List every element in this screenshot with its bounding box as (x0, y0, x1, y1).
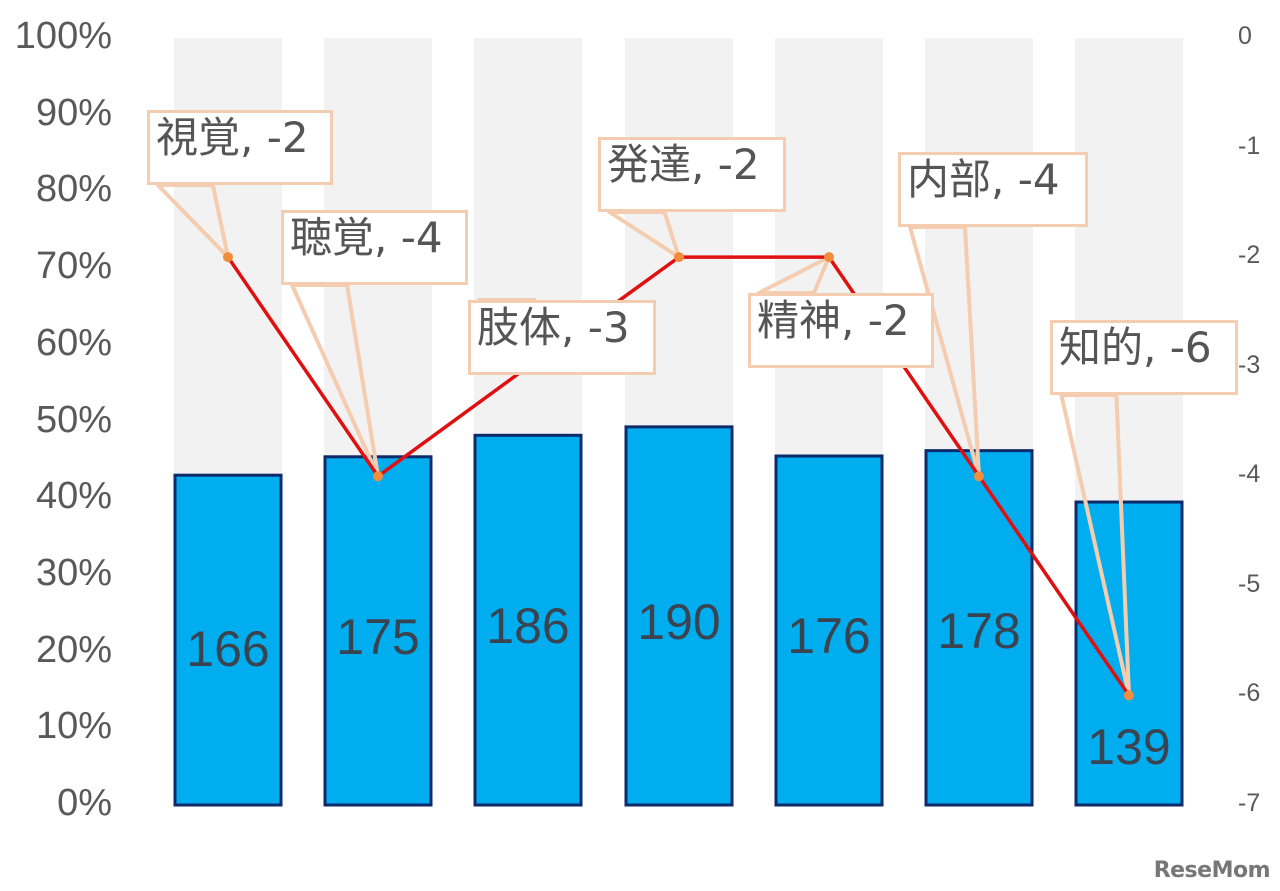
line-marker (373, 471, 383, 482)
line-callout-label: 視覚, -2 (147, 110, 333, 185)
callout-leader (290, 283, 380, 479)
left-axis-tick: 50% (35, 398, 112, 441)
right-axis-tick: -3 (1238, 350, 1261, 379)
resemom-watermark: ReseMom (1153, 858, 1271, 883)
bar-value-label: 178 (937, 603, 1021, 659)
line-marker (223, 252, 233, 263)
callout-leader (1059, 393, 1131, 698)
callout-leader (155, 183, 230, 260)
line-callout-label: 知的, -6 (1050, 320, 1238, 395)
line-callout-label: 聴覚, -4 (281, 210, 468, 285)
left-axis-tick: 70% (35, 245, 112, 288)
left-axis-tick: 40% (35, 475, 112, 518)
line-marker (974, 471, 984, 482)
left-axis-tick: 80% (35, 168, 112, 211)
line-marker (1124, 690, 1134, 701)
data-bars (173, 425, 1184, 807)
callout-leader (607, 210, 681, 260)
line-marker (674, 252, 684, 263)
left-axis-tick: 30% (35, 551, 112, 594)
bar-発達 (624, 425, 734, 807)
right-axis-tick: -5 (1238, 569, 1261, 598)
bar-value-label: 166 (186, 621, 270, 677)
left-axis-tick: 20% (35, 628, 112, 671)
bar-value-label: 186 (486, 598, 570, 654)
right-axis-tick: -7 (1238, 789, 1261, 817)
bar-value-label: 139 (1087, 719, 1171, 775)
right-axis-tick: 0 (1238, 22, 1252, 50)
left-axis-tick: 100% (14, 15, 112, 57)
left-axis-tick: 0% (57, 782, 112, 824)
line-callout-label: 精神, -2 (748, 293, 934, 368)
bar-精神 (774, 454, 884, 807)
left-axis-tick: 10% (35, 705, 112, 748)
left-axis-tick: 60% (35, 321, 112, 364)
right-axis-tick: -2 (1238, 241, 1261, 270)
right-axis-tick: -1 (1238, 131, 1261, 160)
bar-内部 (924, 449, 1034, 807)
callout-leader (908, 225, 981, 479)
line-callout-label: 肢体, -3 (468, 300, 656, 375)
right-axis-tick: -6 (1238, 679, 1261, 708)
bar-value-label: 176 (787, 608, 871, 664)
bar-肢体 (473, 433, 583, 807)
bar-value-label: 175 (336, 609, 420, 665)
right-axis-tick: -4 (1238, 460, 1261, 489)
bar-value-label: 190 (637, 594, 721, 650)
line-callout-label: 内部, -4 (898, 152, 1088, 227)
left-axis-tick: 90% (35, 91, 112, 134)
bar-聴覚 (323, 455, 433, 807)
line-callout-label: 発達, -2 (598, 137, 786, 212)
line-marker (824, 252, 834, 263)
bar-視覚 (173, 473, 283, 807)
